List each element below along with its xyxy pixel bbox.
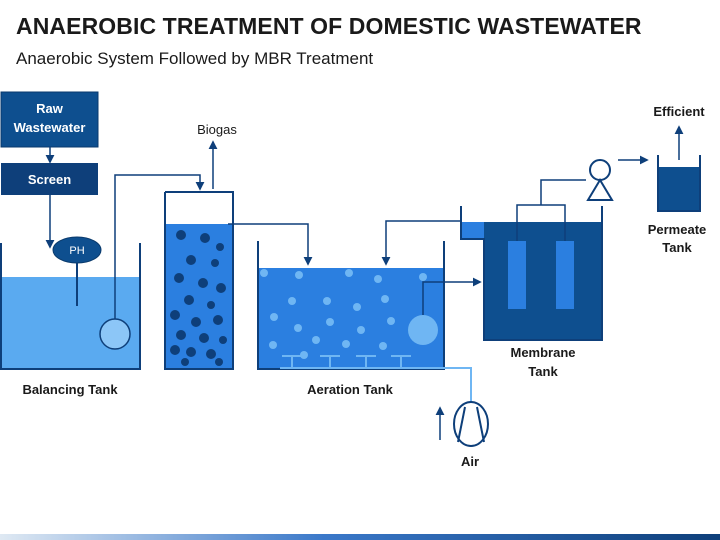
membrane-tank-label-2: Tank (528, 364, 558, 379)
membrane-return-pipe (381, 220, 461, 266)
membrane-module-2 (556, 241, 574, 309)
balancing-tank: PH (0, 236, 141, 370)
membrane-tank-label-1: Membrane (510, 345, 575, 360)
balancing-pump-inlet (99, 318, 131, 350)
aeration-to-membrane-pipe (422, 277, 482, 315)
aeration-tank-label: Aeration Tank (307, 382, 393, 397)
membrane-module-1 (508, 241, 526, 309)
membrane-tank (460, 179, 603, 341)
ph-label: PH (69, 245, 84, 257)
page-subtitle: Anaerobic System Followed by MBR Treatme… (16, 49, 374, 68)
balancing-to-reactor-pipe (114, 174, 205, 319)
air-label: Air (461, 454, 479, 469)
permeate-tank-label-1: Permeate (648, 222, 707, 237)
balancing-tank-label: Balancing Tank (22, 382, 118, 397)
efficient-label: Efficient (653, 104, 705, 119)
footer-accent-bar (0, 534, 720, 540)
raw-wastewater-label-1: Raw (36, 101, 64, 116)
ph-sensor (52, 236, 102, 264)
air-blower (453, 401, 489, 447)
screen-box: Screen (1, 163, 98, 195)
anaerobic-reactor (164, 191, 234, 370)
biogas-label: Biogas (197, 122, 237, 137)
reactor-to-aeration-pipe (228, 223, 313, 266)
aeration-bubbles (260, 269, 427, 359)
aeration-pump-inlet (408, 315, 438, 345)
screen-label: Screen (28, 172, 71, 187)
page-title: ANAEROBIC TREATMENT OF DOMESTIC WASTEWAT… (16, 13, 642, 39)
raw-wastewater-label-2: Wastewater (14, 120, 86, 135)
permeate-tank (657, 155, 701, 212)
permeate-pump (586, 159, 614, 201)
permeate-tank-label-2: Tank (662, 240, 692, 255)
reactor-bubbles (170, 230, 227, 366)
raw-wastewater-box: Raw Wastewater (0, 91, 99, 148)
aeration-tank (257, 241, 472, 425)
